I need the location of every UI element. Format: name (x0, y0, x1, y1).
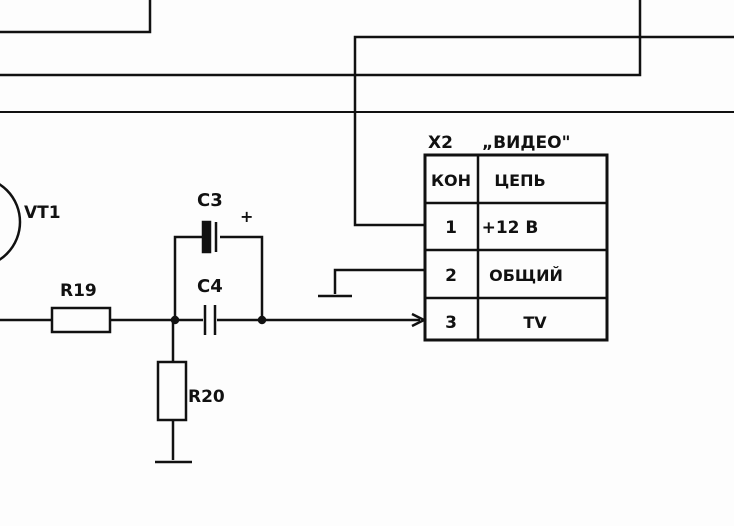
label-c3: C3 (197, 190, 223, 211)
resistor-r20 (156, 360, 188, 422)
header-circuit: ЦЕПЬ (494, 171, 545, 190)
capacitor-c3 (201, 220, 212, 254)
pin-1: 1 (445, 218, 457, 238)
wire-top-left (0, 0, 152, 34)
connector-name: „ВИДЕО" (482, 133, 570, 153)
label-r20: R20 (188, 387, 225, 407)
table-grid (425, 155, 607, 340)
junction-right (257, 315, 267, 325)
circuit-1: +12 В (482, 218, 539, 238)
pin-2: 2 (445, 266, 457, 286)
wire-top-right (0, 0, 642, 77)
wire-ground (333, 268, 425, 294)
resistor-r19 (50, 306, 112, 334)
connector-table (423, 153, 609, 342)
wire-12v (353, 35, 734, 227)
label-vt1: VT1 (24, 203, 61, 223)
wire-c3-branch (173, 235, 264, 320)
header-pin: КОН (431, 171, 471, 190)
label-r19: R19 (60, 281, 97, 301)
label-c4: C4 (197, 276, 223, 297)
circuit-2: ОБЩИЙ (489, 266, 563, 285)
capacitor-c4 (203, 305, 217, 335)
connector-ref: X2 (428, 133, 453, 153)
transistor-vt1-symbol (0, 183, 22, 261)
circuit-3: TV (523, 313, 547, 332)
label-c3-polarity: + (240, 207, 253, 226)
pin-3: 3 (445, 313, 457, 333)
